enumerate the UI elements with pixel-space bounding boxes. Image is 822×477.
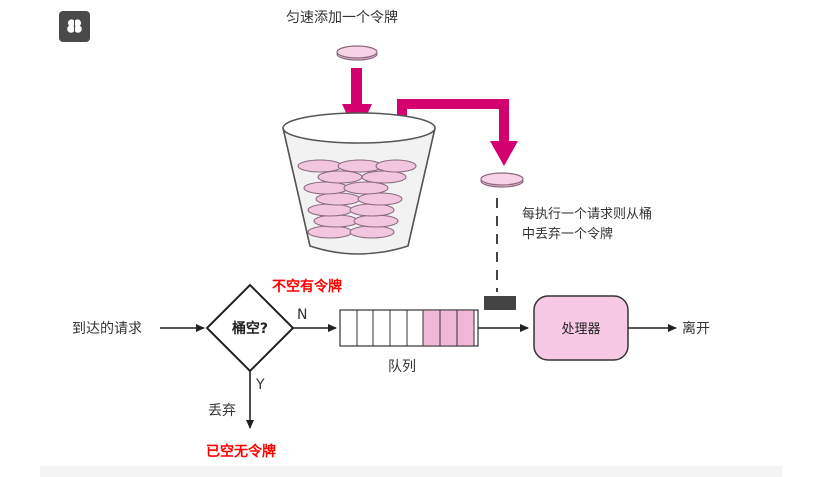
token-bucket	[282, 112, 436, 255]
discard-label: 丢弃	[208, 403, 236, 419]
processor-label: 处理器	[561, 322, 600, 337]
request-label: 到达的请求	[72, 321, 142, 337]
brain-icon	[67, 19, 82, 33]
incoming-token	[336, 45, 378, 61]
side-note-line1: 每执行一个请求则从桶	[522, 206, 652, 222]
app-icon-button[interactable]	[59, 11, 90, 42]
branch-no-label: N	[297, 307, 307, 323]
side-note-line2: 中丢弃一个令牌	[522, 226, 613, 242]
decision-label: 桶空?	[232, 320, 268, 337]
branch-yes-label: Y	[255, 377, 265, 393]
queue	[339, 309, 479, 347]
gate-token	[484, 296, 516, 310]
title-top: 匀速添加一个令牌	[286, 9, 398, 26]
empty-label: 已空无令牌	[206, 443, 276, 460]
queue-label: 队列	[388, 359, 416, 375]
bottom-strip	[40, 466, 782, 477]
not-empty-label: 不空有令牌	[272, 278, 342, 295]
outgoing-token	[480, 172, 524, 188]
bucket-tokens	[297, 159, 417, 239]
leave-label: 离开	[682, 320, 710, 337]
